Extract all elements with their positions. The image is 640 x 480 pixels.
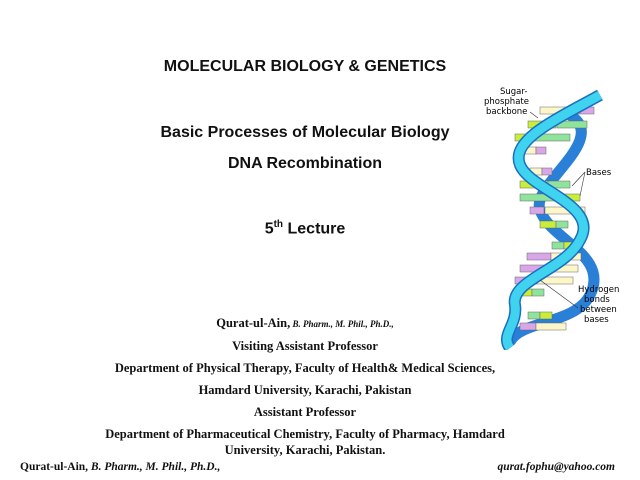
lecture-word: Lecture [283,220,346,238]
footer-author-credentials: B. Pharm., M. Phil., Ph.D., [88,461,221,473]
footer-email: qurat.fophu@yahoo.com [497,461,615,473]
dna-double-helix-illustration: Sugar- phosphate backbone Bases Hydrogen… [484,87,622,350]
author-university-2: University, Karachi, Pakistan. [224,443,386,457]
author-name: Qurat-ul-Ain, [216,316,291,330]
footer-author: Qurat-ul-Ain, B. Pharm., M. Phil., Ph.D.… [20,461,220,473]
author-credentials: B. Pharm., M. Phil., Ph.D., [290,319,394,329]
slide-title: MOLECULAR BIOLOGY & GENETICS [163,58,447,75]
author-position-2: Assistant Professor [253,405,357,419]
slide-subtitle-2: DNA Recombination [227,155,383,172]
label-hydrogen-bonds: Hydrogen bonds between bases [578,285,622,325]
footer-author-name: Qurat-ul-Ain, [20,461,89,473]
author-department-2: Department of Pharmaceutical Chemistry, … [105,427,505,441]
slide-subtitle-1: Basic Processes of Molecular Biology [160,124,450,141]
lecture-number: 5th Lecture [0,219,610,238]
author-position-1: Visiting Assistant Professor [232,339,378,353]
lecture-suffix: th [273,219,284,230]
label-sugar-phosphate-backbone: Sugar- phosphate backbone [484,87,532,117]
lecture-number-value: 5 [264,220,274,238]
label-bases: Bases [586,168,612,178]
author-university-1: Hamdard University, Karachi, Pakistan [198,383,412,397]
author-name-line: Qurat-ul-Ain, B. Pharm., M. Phil., Ph.D.… [0,316,610,331]
author-department-1: Department of Physical Therapy, Faculty … [114,361,496,375]
